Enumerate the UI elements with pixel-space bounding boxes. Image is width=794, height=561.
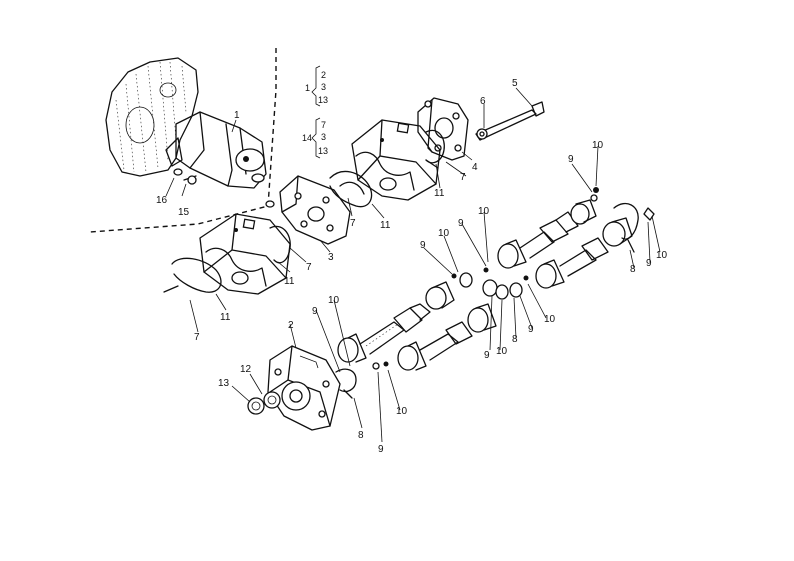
label-13: 13: [218, 378, 230, 389]
label-16: 16: [156, 195, 168, 206]
label-11-lower-housing: 11: [284, 276, 295, 287]
seal-ring-middle: [329, 170, 373, 208]
kit-a-item-3: 13: [318, 95, 328, 105]
seal-ring-upper: [425, 129, 445, 169]
gear-housing-upper: [351, 119, 441, 201]
label-7-lower: 7: [194, 332, 200, 343]
label-7-lower-housing: 7: [306, 262, 312, 273]
gear-shaft-upper-2: [535, 217, 633, 289]
kit-b-parent: 14: [302, 133, 312, 143]
washer-stack-middle: [451, 267, 529, 300]
gear-shaft-upper-1: [497, 199, 597, 269]
label-8-lower: 8: [512, 334, 518, 345]
label-10-lower-a: 10: [496, 346, 508, 357]
middle-plate: [279, 175, 351, 245]
label-9-lower-a: 9: [484, 350, 490, 361]
label-10-mid-a: 10: [438, 228, 450, 239]
washer-6: [476, 128, 488, 140]
label-3: 3: [328, 252, 334, 263]
kit-b-item-2: 3: [321, 132, 326, 142]
label-9-lower-b: 9: [528, 324, 534, 335]
screw-15: [183, 175, 197, 185]
label-7-upper: 7: [460, 172, 466, 183]
rear-cover: [417, 97, 469, 161]
label-11-upper: 11: [434, 188, 445, 199]
label-11-middle: 11: [380, 220, 391, 231]
kit-b-item-1: 7: [321, 120, 326, 130]
kit-a-parent: 1: [305, 83, 310, 93]
gear-housing-lower: [199, 213, 291, 295]
engine-housing: [105, 57, 199, 177]
washer-16: [173, 168, 183, 176]
label-9-front: 9: [378, 444, 384, 455]
label-10-mid-b: 10: [478, 206, 490, 217]
o-ring-10-rear: [593, 187, 599, 193]
label-4: 4: [472, 162, 478, 173]
label-15: 15: [178, 207, 190, 218]
dowel-pin: [265, 200, 275, 208]
gear-shaft-lower-1: [337, 281, 455, 363]
gear-shaft-lower-2: [397, 303, 497, 371]
kit-b-item-3: 13: [318, 146, 328, 156]
seal-ring-lower: [163, 257, 222, 293]
label-1-pump: 1: [234, 110, 240, 121]
labels: 1 16 15 1 2 3 13 14 7 3 13 5 6 4 7 11 7 …: [156, 70, 668, 455]
label-7-middle: 7: [350, 218, 356, 229]
kit-a-item-1: 2: [321, 70, 326, 80]
label-11-lower: 11: [220, 312, 231, 323]
label-9-mid-a: 9: [420, 240, 426, 251]
label-2: 2: [288, 320, 294, 331]
label-5: 5: [512, 78, 518, 89]
label-9-rear-top: 9: [568, 154, 574, 165]
ring-13: [247, 397, 265, 415]
seal-12: [263, 391, 281, 409]
label-9-rear: 9: [646, 258, 652, 269]
label-8-front: 8: [358, 430, 364, 441]
label-6: 6: [480, 96, 486, 107]
label-10-front: 10: [396, 406, 408, 417]
kit-a-item-2: 3: [321, 82, 326, 92]
kit-bracket: [311, 65, 321, 159]
label-10-rear-top: 10: [592, 140, 604, 151]
seal-8-front: [335, 368, 357, 399]
label-9-mid-b: 9: [458, 218, 464, 229]
o-ring-9-front: [372, 362, 380, 370]
label-10-lower-b: 10: [544, 314, 556, 325]
label-10-rear: 10: [656, 250, 668, 261]
front-cover: [267, 345, 341, 431]
label-9-front-top: 9: [312, 306, 318, 317]
seal-8-rear: [613, 203, 639, 253]
label-10-front-top: 10: [328, 295, 340, 306]
label-8-rear: 8: [630, 264, 636, 275]
pump-assembly: [165, 111, 267, 189]
o-ring-10-front: [383, 361, 389, 367]
o-ring-9-rear: [590, 194, 655, 221]
separation-line: [89, 48, 277, 233]
label-12: 12: [240, 364, 252, 375]
leader-lines: [165, 87, 661, 443]
